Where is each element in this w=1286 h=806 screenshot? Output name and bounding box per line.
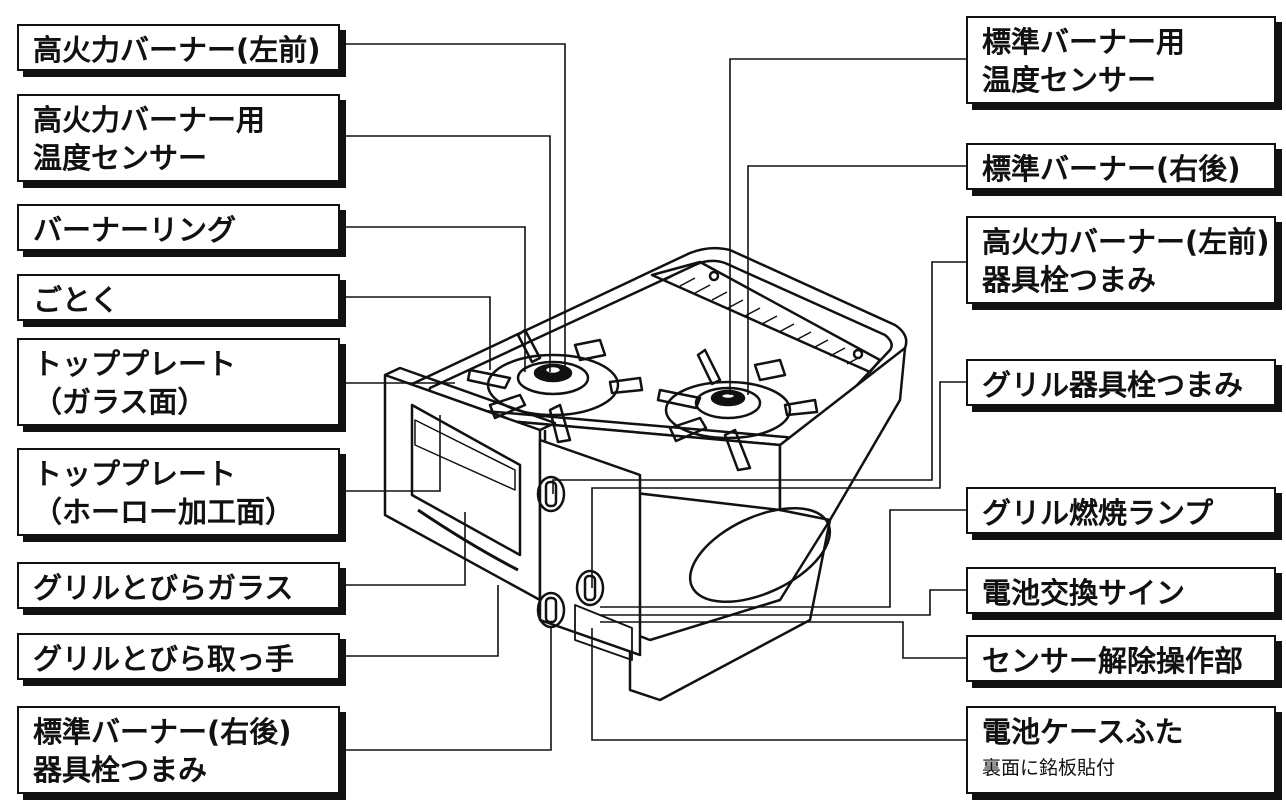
label-text: 高火力バーナー(左前) <box>982 225 1270 259</box>
label-high-burner-temp-sensor: 高火力バーナー用 温度センサー <box>17 94 340 182</box>
label-grill-knob: グリル器具栓つまみ <box>966 359 1276 406</box>
knob-grill <box>575 569 605 607</box>
label-text: 温度センサー <box>982 63 1157 97</box>
label-std-burner-temp-sensor: 標準バーナー用 温度センサー <box>966 16 1276 104</box>
label-text: （ホーロー加工面） <box>33 495 295 529</box>
label-top-plate-enamel: トッププレート （ホーロー加工面） <box>17 448 340 536</box>
label-text: グリル燃焼ランプ <box>982 496 1214 530</box>
grill-handle <box>417 508 519 572</box>
label-std-burner-knob: 標準バーナー(右後) 器具栓つまみ <box>17 706 340 794</box>
grill-window <box>410 403 522 557</box>
leader-grill-lamp <box>600 509 966 608</box>
knob-left-front <box>536 475 566 513</box>
leader-high-sensor <box>340 135 551 372</box>
leader-top-enamel <box>340 415 441 492</box>
label-text: 電池ケースふた <box>982 715 1184 749</box>
leader-gotoku <box>340 296 491 370</box>
label-std-burner-rear-right: 標準バーナー(右後) <box>966 143 1276 190</box>
label-top-plate-glass: トッププレート （ガラス面） <box>17 338 340 426</box>
label-text: 高火力バーナー用 <box>33 103 266 137</box>
label-text: 温度センサー <box>33 141 208 175</box>
leader-high-knob <box>552 261 966 494</box>
label-text: トッププレート <box>33 347 237 381</box>
leader-grill-glass <box>340 512 466 586</box>
label-text: 電池交換サイン <box>982 576 1186 610</box>
label-text: 高火力バーナー(左前) <box>33 33 321 67</box>
label-text: グリルとびら取っ手 <box>33 642 295 676</box>
label-text: センサー解除操作部 <box>982 644 1244 678</box>
label-text: 器具栓つまみ <box>982 263 1157 297</box>
label-text: 標準バーナー(右後) <box>33 715 292 749</box>
leader-battery-cover <box>591 628 966 741</box>
label-battery-sign: 電池交換サイン <box>966 567 1276 614</box>
label-text: （ガラス面） <box>33 385 207 419</box>
label-text: 標準バーナー用 <box>982 25 1186 59</box>
label-burner-ring: バーナーリング <box>17 204 340 251</box>
leader-high-burner <box>340 43 566 372</box>
label-text: バーナーリング <box>33 213 237 247</box>
label-grill-door-glass: グリルとびらガラス <box>17 562 340 609</box>
leader-std-burner <box>747 165 966 395</box>
label-grill-lamp: グリル燃焼ランプ <box>966 487 1276 534</box>
burner-right <box>656 348 819 472</box>
leader-std-sensor <box>729 58 966 395</box>
label-note: 裏面に銘板貼付 <box>982 757 1116 779</box>
leader-sensor-release <box>600 621 966 659</box>
label-sensor-release: センサー解除操作部 <box>966 635 1276 682</box>
label-grill-door-handle: グリルとびら取っ手 <box>17 633 340 680</box>
label-high-burner-knob: 高火力バーナー(左前) 器具栓つまみ <box>966 216 1276 304</box>
label-gotoku: ごとく <box>17 274 340 321</box>
label-text: トッププレート <box>33 457 237 491</box>
leader-battery-sign <box>600 589 966 616</box>
label-text: 器具栓つまみ <box>33 753 208 787</box>
label-text: ごとく <box>33 283 120 317</box>
label-battery-cover: 電池ケースふた 裏面に銘板貼付 <box>966 706 1276 794</box>
label-text: グリルとびらガラス <box>33 571 294 605</box>
leader-grill-knob <box>591 381 966 588</box>
leader-lines <box>340 43 966 751</box>
label-high-burner-front-left: 高火力バーナー(左前) <box>17 24 340 71</box>
leader-burner-ring <box>340 226 526 372</box>
leader-std-knob <box>340 627 552 751</box>
label-text: グリル器具栓つまみ <box>982 368 1244 402</box>
leader-grill-handle <box>340 585 499 657</box>
label-text: 標準バーナー(右後) <box>982 152 1241 186</box>
burner-left <box>466 328 644 444</box>
